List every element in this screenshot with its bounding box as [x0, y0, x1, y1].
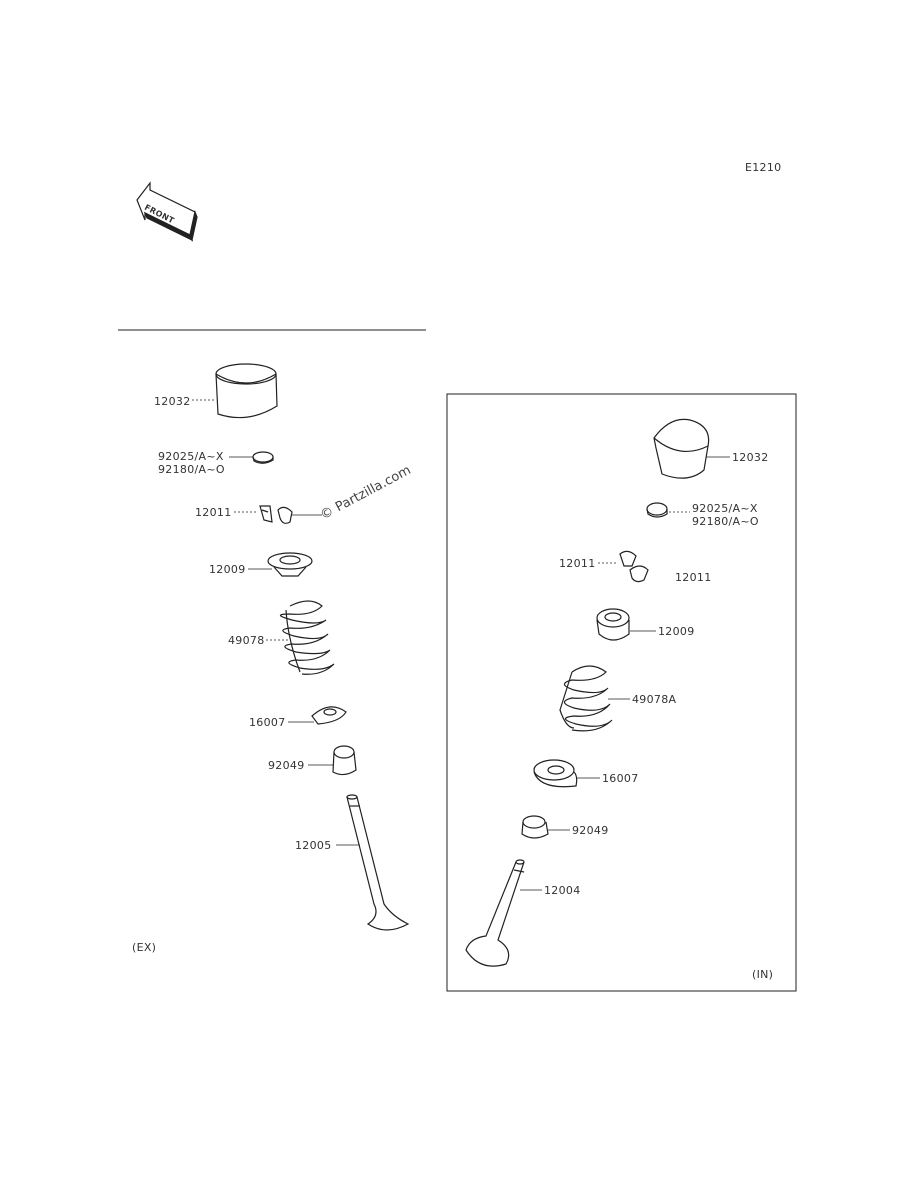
part-label-16007-in: 16007: [602, 772, 639, 785]
valve-seal-92049-ex: [308, 745, 357, 776]
part-label-92180-in: 92180/A~O: [692, 515, 759, 528]
spring-49078A-in: [559, 665, 630, 732]
part-label-12009-ex: 12009: [209, 563, 246, 576]
tappet-12032-in: [653, 418, 730, 479]
shim-92025-in: [646, 502, 690, 518]
part-label-92025-in: 92025/A~X: [692, 502, 758, 515]
part-label-12032-ex: 12032: [154, 395, 191, 408]
spring-seat-16007-in: [533, 759, 600, 788]
part-label-12011b-in: 12011: [675, 571, 712, 584]
intake-valve-12004: [465, 859, 542, 967]
valve-seal-92049-in: [521, 815, 570, 839]
retainer-12009-in: [596, 608, 656, 641]
part-label-12011-ex: 12011: [195, 506, 232, 519]
part-label-12009-in: 12009: [658, 625, 695, 638]
variant-label-ex: (EX): [132, 941, 157, 954]
part-label-49078A-in: 49078A: [632, 693, 677, 706]
cotter-12011-in: [598, 550, 649, 583]
part-label-92180-ex: 92180/A~O: [158, 463, 225, 476]
right-panel-frame: [446, 393, 797, 992]
part-label-16007-ex: 16007: [249, 716, 286, 729]
variant-label-in: (IN): [752, 968, 774, 981]
part-label-12005-ex: 12005: [295, 839, 332, 852]
cotter-12011-ex: [234, 505, 322, 524]
diagram-code: E1210: [745, 161, 782, 174]
part-label-12032-in: 12032: [732, 451, 769, 464]
retainer-12009-ex: [248, 552, 313, 577]
exhaust-valve-12005: [336, 794, 410, 931]
part-label-92049-in: 92049: [572, 824, 609, 837]
front-arrow-icon: [136, 181, 198, 243]
part-label-12004-in: 12004: [544, 884, 581, 897]
tappet-12032-ex: [192, 363, 278, 419]
spring-seat-16007-ex: [288, 706, 347, 725]
part-label-92049-ex: 92049: [268, 759, 305, 772]
spring-49078-ex: [266, 600, 335, 675]
part-label-49078-ex: 49078: [228, 634, 265, 647]
part-label-12011a-in: 12011: [559, 557, 596, 570]
shim-92025-ex: [229, 451, 274, 464]
part-label-92025-ex: 92025/A~X: [158, 450, 224, 463]
